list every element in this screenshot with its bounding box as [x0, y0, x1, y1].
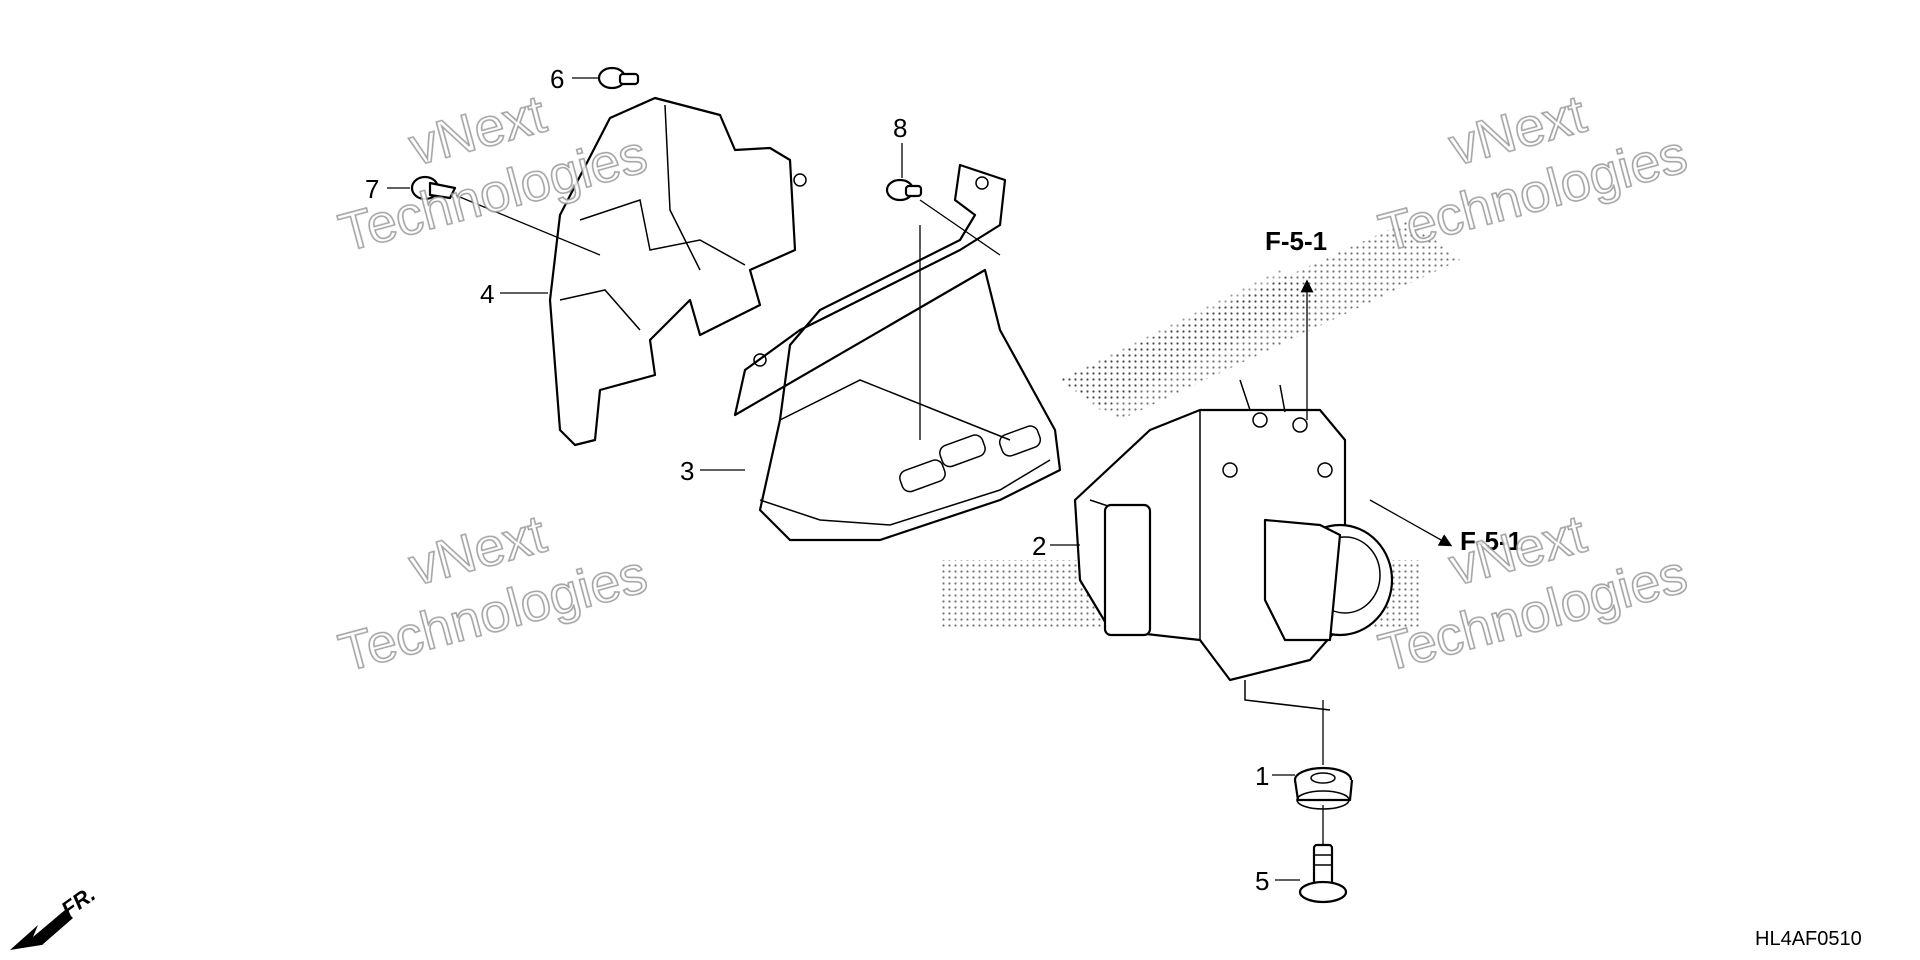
diagram-code: HL4AF0510: [1755, 928, 1862, 950]
part-3-bracket: [733, 163, 1062, 542]
leader-lines: [387, 77, 1324, 881]
part-8-bolt: [885, 178, 923, 202]
part-1-grommet: [1293, 766, 1354, 810]
part-7-clip: [410, 175, 457, 201]
part-2-modulator: [1073, 379, 1394, 711]
front-indicator: FR.: [10, 881, 100, 950]
callout-5: 5: [1255, 866, 1269, 896]
reference-arrows: [1300, 279, 1453, 547]
callout-4: 4: [480, 279, 494, 309]
callout-6: 6: [550, 64, 564, 94]
reference-top: F-5-1: [1265, 226, 1327, 256]
callout-labels: 1 2 3 4 5 6 7 8: [365, 64, 1269, 896]
callout-8: 8: [893, 113, 907, 143]
callout-3: 3: [680, 456, 694, 486]
part-5-bolt: [1298, 843, 1348, 904]
part-4-cover: [548, 96, 807, 447]
part-6-bolt: [597, 66, 640, 90]
reference-right: F-5-1: [1460, 526, 1522, 556]
front-arrow-icon: [10, 910, 73, 950]
callout-1: 1: [1255, 761, 1269, 791]
callout-2: 2: [1032, 531, 1046, 561]
callout-7: 7: [365, 174, 379, 204]
